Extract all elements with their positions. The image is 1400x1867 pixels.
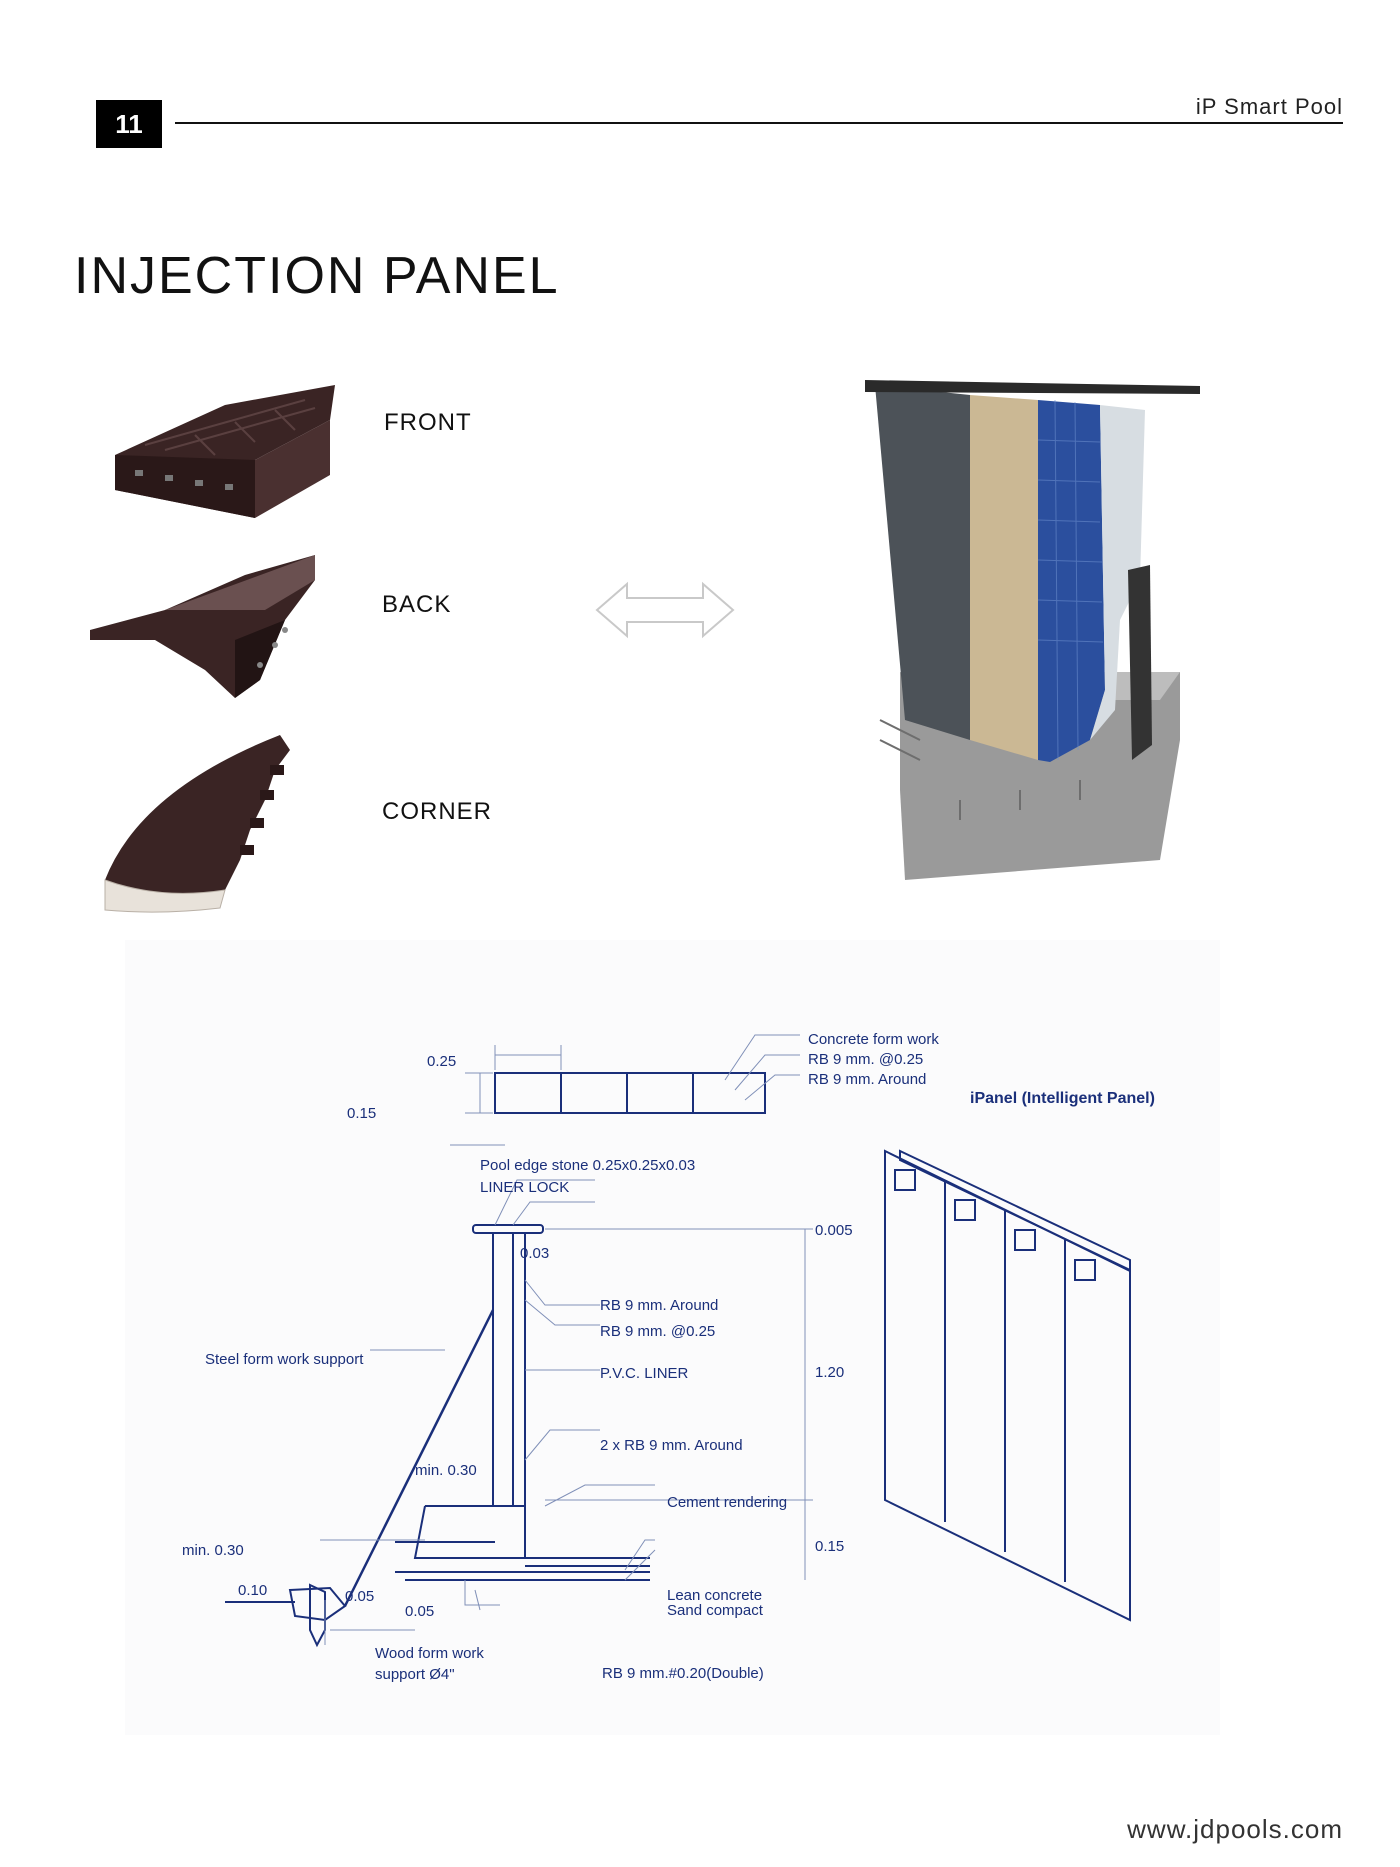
wood-stake [309,1583,326,1648]
back-label: BACK [382,591,452,618]
callout-2x-rb: 2 x RB 9 mm. Around [600,1437,743,1454]
corner-label: CORNER [382,798,493,825]
callout-steel-support: Steel form work support [205,1351,364,1368]
front-panel-image [115,385,335,518]
callout-concrete-form-work: Concrete form work [808,1031,939,1048]
page-number: 11 [96,100,162,148]
pool-wall-cutaway-image [865,380,1200,880]
callout-cement: Cement rendering [667,1494,787,1511]
callout-wood-support-1: Wood form work [375,1645,484,1662]
double-arrow-icon [595,581,735,639]
callout-pvc-liner: P.V.C. LINER [600,1365,689,1382]
back-panel-image [90,555,315,698]
dim-010: 0.10 [238,1582,267,1599]
technical-drawing: 0.25 0.15 Concrete form work RB 9 mm. @0… [125,940,1220,1735]
header-rule [175,122,1343,124]
dim-min030-inner: min. 0.30 [415,1462,477,1479]
ipanel-isometric [884,1149,1131,1622]
dim-min030-outer: min. 0.30 [182,1542,244,1559]
callout-rb-around: RB 9 mm. Around [600,1297,718,1314]
callout-wood-support-2: support Ø4" [375,1666,455,1683]
steel-support [343,1309,495,1607]
corner-panel-image [104,735,290,913]
page-title: INJECTION PANEL [74,247,560,305]
dim-005-c: 0.05 [405,1603,434,1620]
ipanel-title: iPanel (Intelligent Panel) [970,1090,1155,1107]
dim-0005: 0.005 [815,1222,853,1239]
callout-rb-spacing-top: RB 9 mm. @0.25 [808,1051,923,1068]
dim-005-b: 0.05 [345,1588,374,1605]
front-label: FRONT [384,409,472,436]
callout-rb-around-top: RB 9 mm. Around [808,1071,926,1088]
footer-url[interactable]: www.jdpools.com [1127,1814,1343,1844]
dim-height: 0.15 [347,1105,376,1122]
top-section-slab [494,1072,766,1114]
callout-rb-spacing: RB 9 mm. @0.25 [600,1323,715,1340]
callout-liner-lock: LINER LOCK [480,1179,569,1196]
dim-015: 0.15 [815,1538,844,1555]
dim-003: 0.03 [520,1245,549,1262]
dim-120: 1.20 [815,1364,844,1381]
callout-lean-concrete: Lean concrete [667,1587,762,1604]
brand-name: iP Smart Pool [1195,94,1343,119]
callout-sand: Sand compact [667,1602,764,1619]
callout-rb-double: RB 9 mm.#0.20(Double) [602,1665,764,1682]
callout-edge-stone: Pool edge stone 0.25x0.25x0.03 [480,1157,695,1174]
dim-width: 0.25 [427,1053,456,1070]
